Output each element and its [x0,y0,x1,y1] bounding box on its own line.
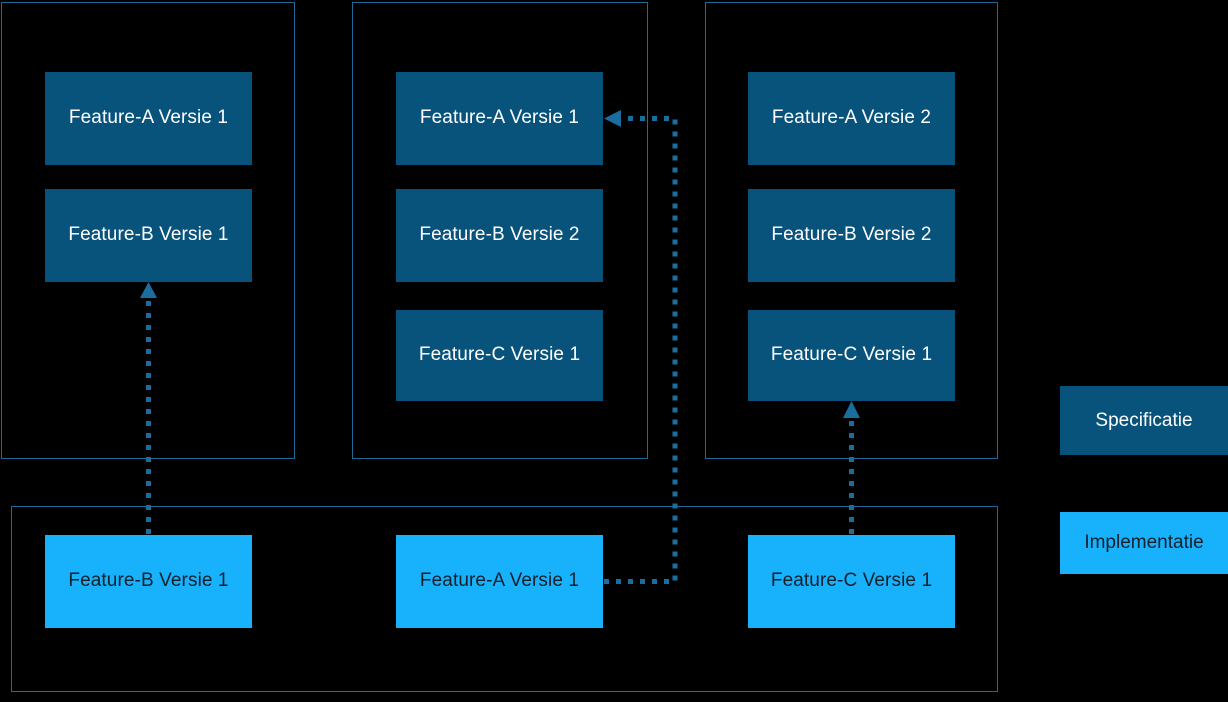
node-spec-col2-1[interactable]: Feature-B Versie 2 [396,189,603,282]
legend-implementation: Implementatie [1060,512,1228,574]
node-label: Feature-C Versie 1 [418,344,581,366]
node-impl-2[interactable]: Feature-C Versie 1 [748,535,955,628]
node-spec-col3-1[interactable]: Feature-B Versie 2 [748,189,955,282]
node-impl-0[interactable]: Feature-B Versie 1 [45,535,252,628]
legend-specification: Specificatie [1060,386,1228,455]
node-label: Feature-A Versie 1 [68,107,229,129]
node-spec-col1-1[interactable]: Feature-B Versie 1 [45,189,252,282]
node-label: Feature-C Versie 1 [770,344,933,366]
node-label: Feature-B Versie 2 [419,224,580,246]
legend-implementation-label: Implementatie [1084,532,1204,553]
node-spec-col2-0[interactable]: Feature-A Versie 1 [396,72,603,165]
node-label: Feature-A Versie 1 [419,570,580,592]
node-impl-1[interactable]: Feature-A Versie 1 [396,535,603,628]
legend-specification-label: Specificatie [1095,409,1193,431]
node-label: Feature-A Versie 2 [771,107,932,129]
node-label: Feature-B Versie 1 [68,224,229,246]
node-label: Feature-B Versie 2 [771,224,932,246]
node-spec-col1-0[interactable]: Feature-A Versie 1 [45,72,252,165]
node-label: Feature-B Versie 1 [68,570,229,592]
node-spec-col2-2[interactable]: Feature-C Versie 1 [396,310,603,401]
frame-implementation [11,506,998,692]
node-label: Feature-A Versie 1 [419,107,580,129]
node-spec-col3-0[interactable]: Feature-A Versie 2 [748,72,955,165]
node-spec-col3-2[interactable]: Feature-C Versie 1 [748,310,955,401]
node-label: Feature-C Versie 1 [770,570,933,592]
